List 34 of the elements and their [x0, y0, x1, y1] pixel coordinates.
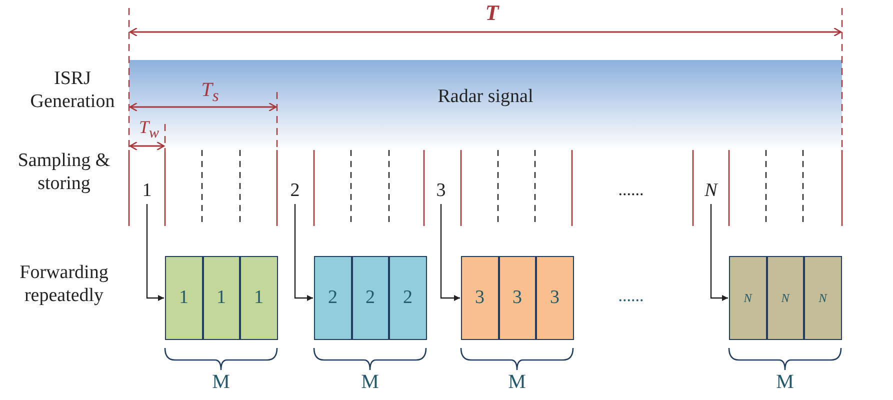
sample-cell: 1: [202, 256, 240, 340]
sample-cell: 3: [536, 256, 574, 340]
dimension-label: T$_{s}$: [200, 78, 220, 106]
sample-cell: 3: [461, 256, 498, 340]
brace-label: M: [211, 370, 231, 394]
sample-cell: 2: [314, 256, 352, 340]
row-label: ISRJ Generation: [29, 68, 116, 114]
slot-number: 1: [137, 178, 157, 204]
arrow: [294, 204, 313, 301]
sample-cell: 1: [165, 256, 202, 340]
sample-cell: N: [729, 256, 766, 340]
dimension-label: T$_{w}$: [138, 117, 160, 143]
dimension-label: T: [484, 0, 500, 26]
brace-label: M: [507, 370, 527, 394]
sample-cell: 2: [389, 256, 426, 340]
sample-cell: 1: [240, 256, 278, 340]
row-label: Sampling & storing: [16, 150, 112, 196]
row-label: Forwarding repeatedly: [18, 262, 110, 308]
slot-number: 3: [431, 178, 451, 204]
sample-cell: N: [804, 256, 842, 340]
arrow: [710, 204, 728, 301]
arrow: [146, 204, 164, 301]
sample-cell: 2: [352, 256, 389, 340]
ellipsis: ......: [617, 286, 645, 306]
signal-band: [129, 60, 842, 150]
band-label: Radar signal: [438, 86, 534, 108]
brace-label: M: [775, 370, 795, 394]
sample-cell: 3: [498, 256, 536, 340]
sample-cell: N: [766, 256, 804, 340]
brace-label: M: [360, 370, 380, 394]
ellipsis: ......: [617, 180, 645, 200]
slot-number: N: [700, 178, 722, 204]
arrow: [440, 204, 460, 301]
slot-number: 2: [285, 178, 305, 204]
